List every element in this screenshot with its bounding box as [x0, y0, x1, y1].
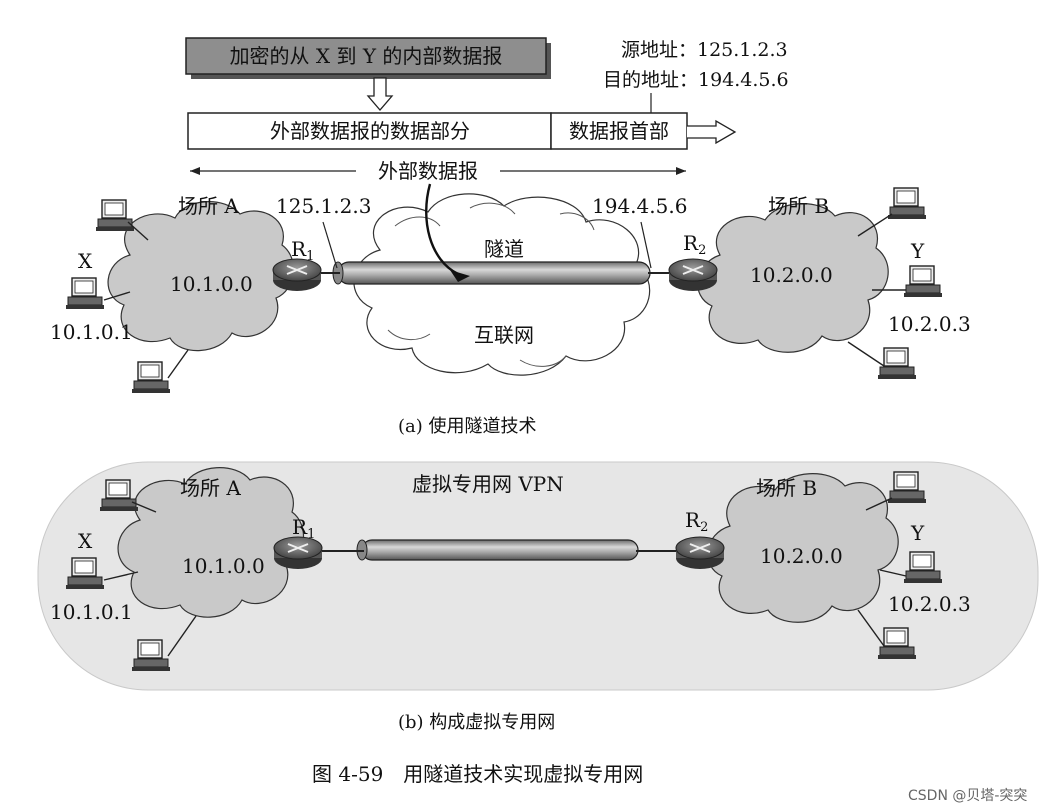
caption-b: (b) 构成虚拟专用网 — [398, 712, 555, 733]
site-b-label: 场所 B — [768, 194, 829, 218]
router-r2 — [675, 536, 725, 570]
pc-icon — [95, 199, 135, 232]
outer-datagram-span: 外部数据报 — [190, 159, 686, 183]
r2-ip-address: 194.4.5.6 — [592, 194, 687, 218]
tunnel-pipe — [332, 261, 651, 285]
network-a-address: 10.1.0.0 — [170, 272, 253, 296]
router-r2-label: R2 — [685, 508, 708, 535]
site-b-label: 场所 B — [756, 476, 817, 500]
datagram-pointer — [425, 183, 459, 276]
encrypted-datagram-label: 加密的从 X 到 Y 的内部数据报 — [230, 44, 503, 68]
r1-ip-pointer — [322, 221, 338, 269]
r1-ip-address: 125.1.2.3 — [276, 194, 371, 218]
outer-datagram-label: 外部数据报 — [378, 159, 478, 183]
watermark: CSDN @贝塔-突突 — [908, 788, 1027, 804]
host-x-ip: 10.1.0.1 — [50, 320, 133, 344]
router-r1-label: R1 — [291, 237, 314, 264]
site-b-cloud — [707, 473, 899, 623]
pc-icon — [877, 347, 917, 380]
host-x-label: X — [78, 529, 93, 553]
figure-caption: 图 4-59 用隧道技术实现虚拟专用网 — [312, 762, 643, 786]
router-r1-label: R1 — [292, 515, 315, 542]
right-arrow — [687, 119, 737, 145]
router-r2-label: R2 — [683, 231, 706, 258]
encrypted-datagram-box: 加密的从 X 到 Y 的内部数据报 — [185, 37, 551, 79]
vpn-label: 虚拟专用网 VPN — [412, 472, 564, 496]
router-r2 — [668, 258, 718, 292]
diagram-a: 场所 A 场所 B 10.1.0.0 10.2.0.0 X 10.1.0.1 Y… — [50, 183, 971, 437]
vpn-pipe — [356, 539, 639, 561]
outer-data-part: 外部数据报的数据部分 — [270, 119, 470, 143]
caption-a: (a) 使用隧道技术 — [398, 416, 537, 437]
network-b-address: 10.2.0.0 — [760, 544, 843, 568]
diagram-b: 虚拟专用网 VPN 场所 A 场所 B 10.1.0.0 10.2.0.0 X … — [37, 461, 1039, 733]
host-y-ip: 10.2.0.3 — [888, 592, 971, 616]
r2-ip-pointer — [640, 221, 652, 269]
site-a-cloud — [107, 201, 295, 352]
host-y-pc-icon — [903, 265, 943, 298]
outer-datagram-box: 外部数据报的数据部分 数据报首部 — [187, 112, 737, 150]
pc-icon — [131, 361, 171, 394]
down-arrow — [366, 77, 394, 111]
network-a-address: 10.1.0.0 — [182, 554, 265, 578]
source-address: 源地址：125.1.2.3 — [621, 39, 788, 61]
host-x-pc-icon — [65, 277, 105, 310]
outer-header: 数据报首部 — [569, 119, 669, 143]
site-a-label: 场所 A — [178, 194, 239, 218]
pc-icon — [887, 187, 927, 220]
network-b-address: 10.2.0.0 — [750, 263, 833, 287]
host-y-ip: 10.2.0.3 — [888, 312, 971, 336]
host-y-label: Y — [910, 521, 925, 545]
host-x-label: X — [78, 249, 93, 273]
internet-label: 互联网 — [474, 323, 534, 347]
site-b-cloud — [697, 203, 889, 353]
host-y-label: Y — [910, 239, 925, 263]
site-a-label: 场所 A — [180, 476, 241, 500]
host-x-ip: 10.1.0.1 — [50, 600, 133, 624]
destination-address: 目的地址：194.4.5.6 — [603, 69, 789, 91]
tunnel-label: 隧道 — [484, 237, 524, 261]
